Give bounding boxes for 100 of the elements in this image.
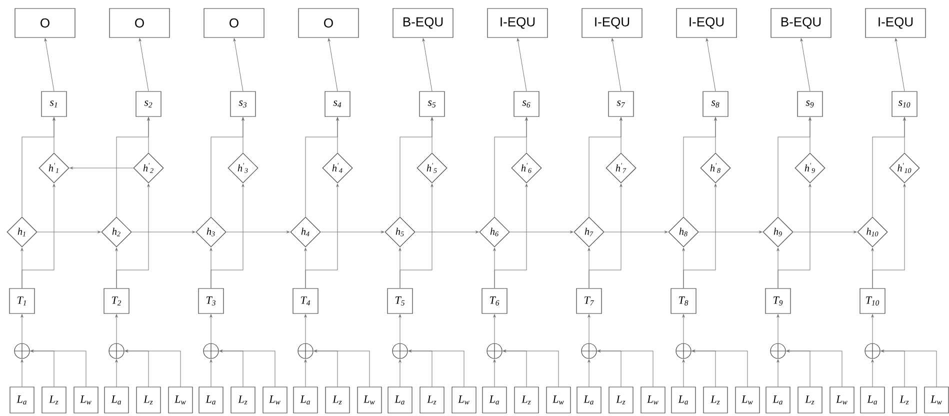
- input-box: L$_{w}$: [262, 386, 288, 414]
- arrow: [320, 230, 384, 234]
- arrow: [304, 314, 307, 344]
- arrow: [706, 38, 716, 92]
- input-box: L$_{a}$: [388, 386, 412, 414]
- output-box: O: [298, 8, 359, 38]
- arrow: [233, 38, 244, 92]
- arrow: [493, 314, 496, 344]
- arrow: [698, 230, 762, 234]
- arrow: [502, 350, 559, 387]
- input-box: L$_{z}$: [892, 386, 917, 414]
- input-box: L$_{z}$: [703, 386, 728, 414]
- input-box: L$_{w}$: [452, 386, 476, 414]
- input-box: L$_{w}$: [168, 386, 193, 414]
- arrow: [903, 117, 906, 153]
- arrow: [116, 184, 150, 288]
- arrow: [138, 38, 149, 92]
- input-box: L$_{w}$: [924, 386, 949, 414]
- input-box: L$_{z}$: [42, 386, 66, 414]
- output-box: I-EQU: [487, 8, 548, 38]
- arrow: [37, 230, 101, 234]
- input-box: L$_{z}$: [798, 386, 822, 414]
- arrow: [776, 359, 780, 387]
- output-box: I-EQU: [582, 8, 642, 38]
- arrow: [44, 38, 54, 92]
- arrow: [682, 314, 685, 344]
- state-box: s$_{1}$: [41, 91, 67, 117]
- arrow: [880, 350, 937, 387]
- state-box: s$_{8}$: [702, 91, 728, 117]
- output-box: I-EQU: [865, 8, 926, 38]
- sum-circle: [203, 343, 219, 359]
- arrow: [336, 117, 339, 153]
- input-box: L$_{w}$: [830, 386, 854, 414]
- sum-circle: [392, 343, 408, 359]
- sum-circle: [298, 343, 314, 359]
- arrow: [786, 350, 842, 387]
- state-box: s$_{3}$: [230, 91, 256, 117]
- arrow: [124, 350, 181, 387]
- sum-circle: [108, 343, 124, 359]
- output-box: O: [14, 8, 76, 38]
- arrow: [30, 350, 86, 387]
- arrow: [776, 314, 780, 344]
- input-box: L$_{a}$: [576, 386, 602, 414]
- sum-circle: [486, 343, 502, 359]
- feature-box: T$_{4}$: [292, 288, 318, 314]
- arrow: [808, 117, 812, 153]
- arrow: [210, 314, 212, 344]
- arrow: [872, 184, 906, 288]
- input-box: L$_{z}$: [325, 386, 350, 414]
- arrow: [20, 314, 24, 344]
- arrow: [115, 359, 118, 387]
- arrow: [408, 350, 464, 387]
- sum-circle: [581, 343, 597, 359]
- arrow: [115, 314, 118, 344]
- sum-circle: [770, 343, 786, 359]
- arrow: [400, 184, 434, 288]
- arrow: [210, 184, 244, 288]
- arrow: [219, 350, 276, 387]
- arrow: [226, 230, 290, 234]
- feature-box: T$_{8}$: [670, 288, 696, 314]
- feature-box: T$_{5}$: [387, 288, 413, 314]
- sum-circle: [864, 343, 880, 359]
- arrow: [147, 117, 150, 153]
- state-box: s$_{5}$: [419, 91, 445, 117]
- state-box: s$_{4}$: [324, 91, 350, 117]
- state-box: s$_{6}$: [514, 91, 540, 117]
- arrow: [778, 184, 812, 288]
- input-box: L$_{z}$: [136, 386, 161, 414]
- input-box: L$_{z}$: [230, 386, 256, 414]
- output-box: O: [109, 8, 170, 38]
- input-box: L$_{a}$: [482, 386, 507, 414]
- arrow: [894, 38, 905, 92]
- arrow: [132, 230, 196, 234]
- arrow: [70, 166, 134, 170]
- feature-box: T$_{9}$: [765, 288, 791, 314]
- output-box: O: [204, 8, 264, 38]
- arrow: [493, 359, 496, 387]
- input-box: L$_{a}$: [293, 386, 318, 414]
- arrow: [604, 230, 668, 234]
- arrow: [210, 359, 212, 387]
- feature-box: T$_{10}$: [860, 288, 886, 314]
- input-box: L$_{z}$: [514, 386, 539, 414]
- state-box: s$_{9}$: [797, 91, 823, 117]
- arrow: [588, 184, 622, 288]
- arrow: [494, 184, 528, 288]
- arrow: [415, 230, 479, 234]
- feature-box: T$_{7}$: [576, 288, 602, 314]
- arrow: [588, 359, 590, 387]
- arrow: [510, 230, 574, 234]
- arrow: [871, 359, 874, 387]
- arrow: [793, 230, 857, 234]
- arrow: [620, 117, 622, 153]
- input-box: L$_{z}$: [420, 386, 444, 414]
- arrow: [304, 359, 307, 387]
- arrow: [305, 184, 339, 288]
- input-box: L$_{w}$: [357, 386, 382, 414]
- arrow: [682, 359, 685, 387]
- state-box: s$_{10}$: [892, 91, 918, 117]
- arrow: [714, 117, 717, 153]
- arrow: [588, 314, 590, 344]
